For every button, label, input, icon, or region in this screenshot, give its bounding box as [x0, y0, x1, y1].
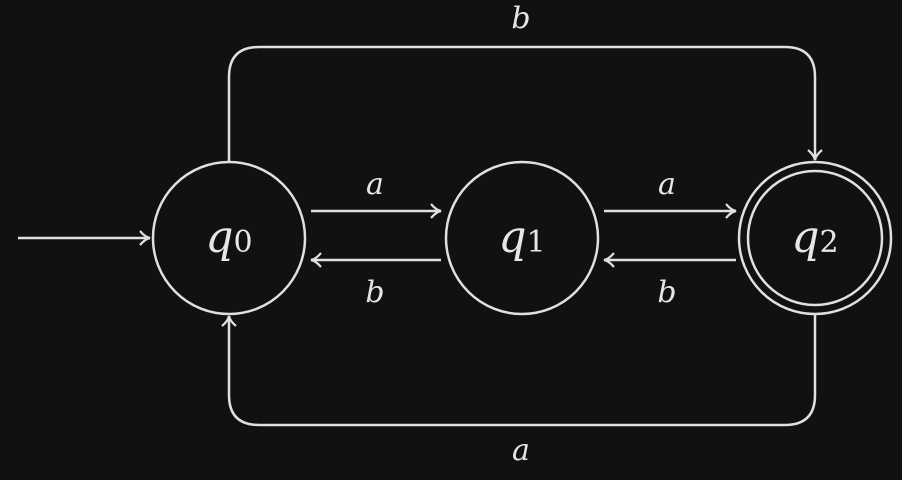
edge-q0-q2	[227, 45, 823, 162]
state-q2-accepting: q2	[737, 160, 893, 316]
state-q1: q1	[444, 160, 600, 316]
svg-text:q2: q2	[791, 212, 838, 263]
svg-text:q1: q1	[498, 212, 545, 263]
edge-label-q1-q0: b	[365, 275, 384, 310]
edge-label-q1-q2: a	[658, 167, 676, 202]
state-q0: q0	[151, 160, 307, 316]
svg-text:q0: q0	[205, 212, 252, 263]
edge-q2-q0	[221, 314, 817, 427]
edge-label-q2-q1: b	[657, 275, 676, 310]
edge-label-q2-q0: a	[512, 433, 530, 468]
edge-label-q0-q2: b	[511, 1, 530, 36]
edge-label-q0-q1: a	[366, 167, 384, 202]
